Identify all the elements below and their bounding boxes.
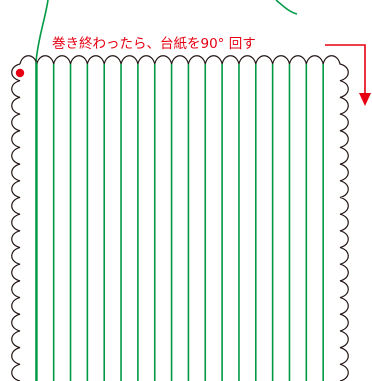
start-dot-icon: [15, 68, 25, 78]
thread-tail-right: [275, 0, 298, 15]
arrow-down-icon: [325, 44, 371, 106]
card-outline: [11, 55, 349, 381]
wound-threads: [35, 62, 324, 381]
rotation-instruction: 巻き終わったら、台紙を90° 回す: [52, 36, 256, 52]
thread-tail-left: [35, 0, 49, 63]
